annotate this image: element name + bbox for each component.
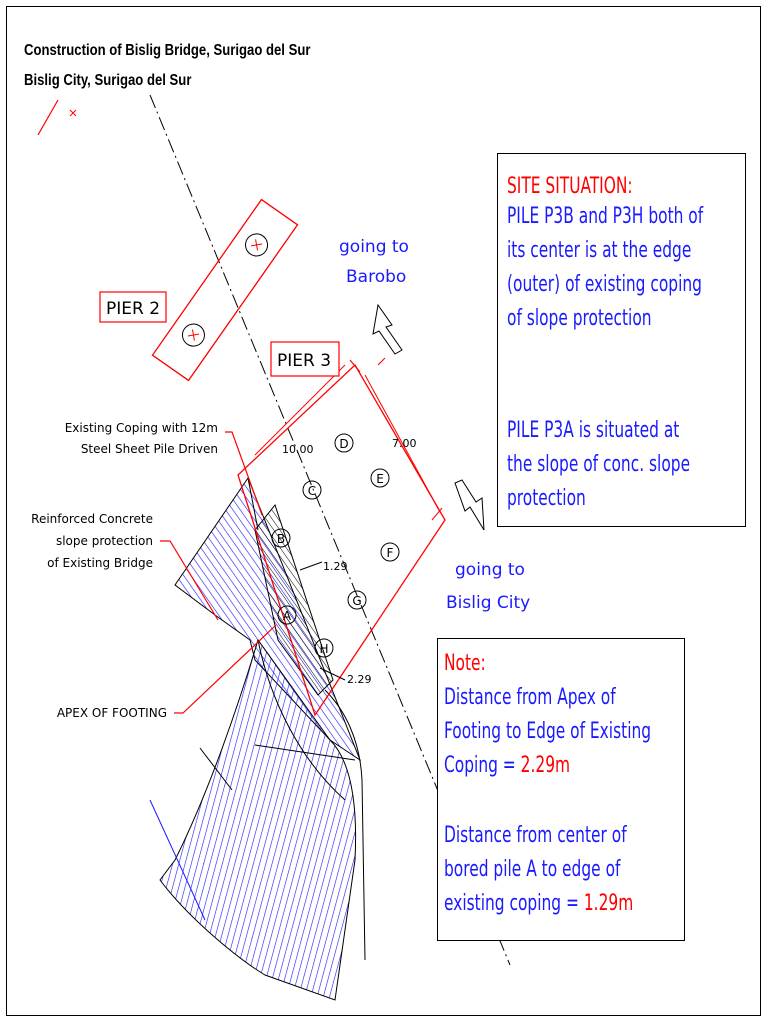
site-situation-line-3: (outer) of existing coping [507,272,702,297]
pier2-pile-2 [245,233,269,257]
pile-c-label: C [308,484,316,498]
dim-width-label: 10.00 [282,443,314,456]
pile-h-label: H [319,642,328,656]
pier2-label: PIER 2 [106,299,160,319]
arrow-to-bislig-icon [454,479,485,531]
pier1-x-mark [69,109,77,117]
pile-f-label: F [387,546,394,560]
coping-callout-line1: Existing Coping with 12m [65,421,218,435]
site-situation-heading: SITE SITUATION: [507,174,633,199]
pier2-label-box [99,291,167,323]
pier2-pile-1 [181,323,205,347]
slope-callout-line1: Reinforced Concrete [31,512,153,526]
pier2-footing [151,198,299,382]
pier3-label-box [270,341,340,377]
dim-line-height [364,374,441,513]
note-2-value: 1.29m [583,891,634,916]
note-heading: Note: [444,651,486,676]
dim-229-label: 2.29 [347,673,372,686]
page-title: Construction of Bislig Bridge, Surigao d… [24,36,310,96]
dim-line-width [254,364,346,456]
going-to-barobo-line1: going to [339,237,409,257]
site-situation-line-4: of slope protection [507,306,652,331]
note-1-line-3: Coping = 2.29m [444,749,570,783]
pile-b-label: B [277,532,285,546]
slope-leader [160,540,219,621]
going-to-bislig-line1: going to [455,560,525,580]
note-2-line-2: bored pile A to edge of [444,857,621,882]
pile-d-label: D [339,437,348,451]
pier3-label: PIER 3 [277,351,331,371]
note-1-line-3-text: Coping = [444,753,521,778]
pile-e-label: E [376,472,384,486]
dim-height-label: 7.00 [392,437,417,450]
note-1-value: 2.29m [520,753,571,778]
apex-callout: APEX OF FOOTING [57,706,167,720]
pier3-piles: B C D E F G H A [271,433,400,658]
going-to-barobo-line2: Barobo [346,267,406,287]
drawing-frame [6,6,761,1016]
coping-callout-line2: Steel Sheet Pile Driven [81,442,218,456]
slope-callout-line2: slope protection [56,534,153,548]
pile-a-label: A [283,609,292,623]
site-situation-line-5: PILE P3A is situated at [507,418,680,443]
bridge-centerline [149,94,511,966]
note-1-line-1: Distance from Apex of [444,685,616,710]
arrow-to-barobo-icon [372,303,403,355]
title-line-1: Construction of Bislig Bridge, Surigao d… [24,42,311,59]
embankment-hatch [159,638,357,1001]
title-line-2: Bislig City, Surigao del Sur [24,72,192,89]
existing-coping-hatch [254,503,334,696]
coping-leader [225,431,263,516]
going-to-bislig-line2: Bislig City [446,593,530,613]
site-situation-box: SITE SITUATION: PILE P3B and P3H both of… [497,153,746,527]
site-situation-line-1: PILE P3B and P3H both of [507,204,704,229]
note-box: Note: Distance from Apex of Footing to E… [437,638,685,941]
pier1-edge-mark [37,99,59,136]
note-1-line-2: Footing to Edge of Existing [444,719,652,744]
pile-g-label: G [352,594,361,608]
site-situation-line-7: protection [507,486,586,511]
slope-callout-line3: of Existing Bridge [47,556,153,570]
apex-leader [174,624,277,714]
site-situation-line-6: the slope of conc. slope [507,452,691,477]
note-2-line-1: Distance from center of [444,823,627,848]
pier3-footing [237,363,446,717]
note-2-line-3-text: existing coping = [444,891,584,916]
site-situation-line-2: its center is at the edge [507,238,692,263]
dim-129-label: 1.29 [323,560,348,573]
note-2-line-3: existing coping = 1.29m [444,887,633,921]
